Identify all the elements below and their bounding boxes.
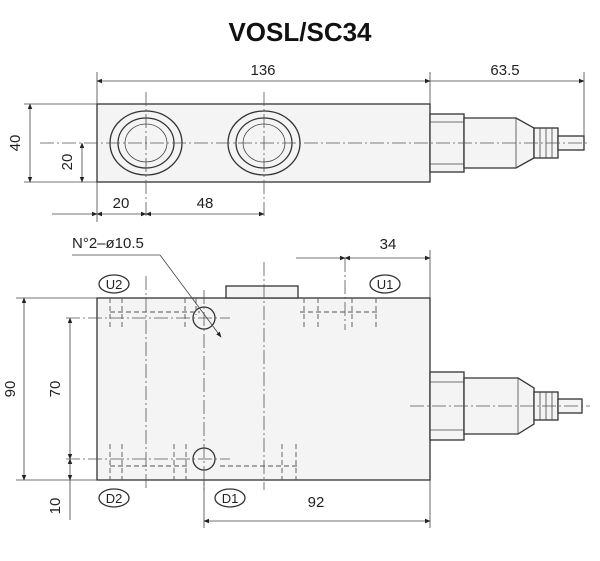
dim-48: 48 (197, 195, 214, 212)
dim-20-vertical: 20 (59, 154, 76, 171)
svg-text:D1: D1 (222, 491, 239, 506)
top-boss (225, 285, 299, 299)
hole-spec-label: N°2–ø10.5 (72, 235, 144, 252)
svg-text:D2: D2 (106, 491, 123, 506)
dim-92: 92 (308, 494, 325, 511)
hidden-bores-top (109, 298, 380, 330)
dim-10: 10 (47, 498, 64, 515)
front-view (66, 258, 590, 490)
dim-40: 40 (7, 135, 24, 152)
port-label-d2: D2 (98, 488, 130, 508)
port-label-u1: U1 (369, 274, 401, 294)
top-view (40, 92, 590, 218)
dim-20-horizontal: 20 (113, 195, 130, 212)
top-dimensions: 136 63.5 40 20 20 48 (7, 62, 585, 222)
dim-90: 90 (2, 381, 19, 398)
front-dimensions: N°2–ø10.5 34 90 70 10 92 (2, 235, 431, 528)
front-view-body (96, 297, 431, 481)
port-label-d1: D1 (214, 488, 246, 508)
drawing-title: VOSL/SC34 (228, 17, 372, 47)
port-labels: U2 U1 D2 D1 (98, 274, 401, 508)
svg-text:U2: U2 (106, 277, 123, 292)
dim-70: 70 (47, 381, 64, 398)
svg-text:U1: U1 (377, 277, 394, 292)
port-label-u2: U2 (98, 274, 130, 294)
dim-136: 136 (250, 62, 275, 79)
hidden-bores-bottom (109, 444, 300, 480)
dim-63-5: 63.5 (490, 62, 519, 79)
dim-34: 34 (380, 236, 397, 253)
